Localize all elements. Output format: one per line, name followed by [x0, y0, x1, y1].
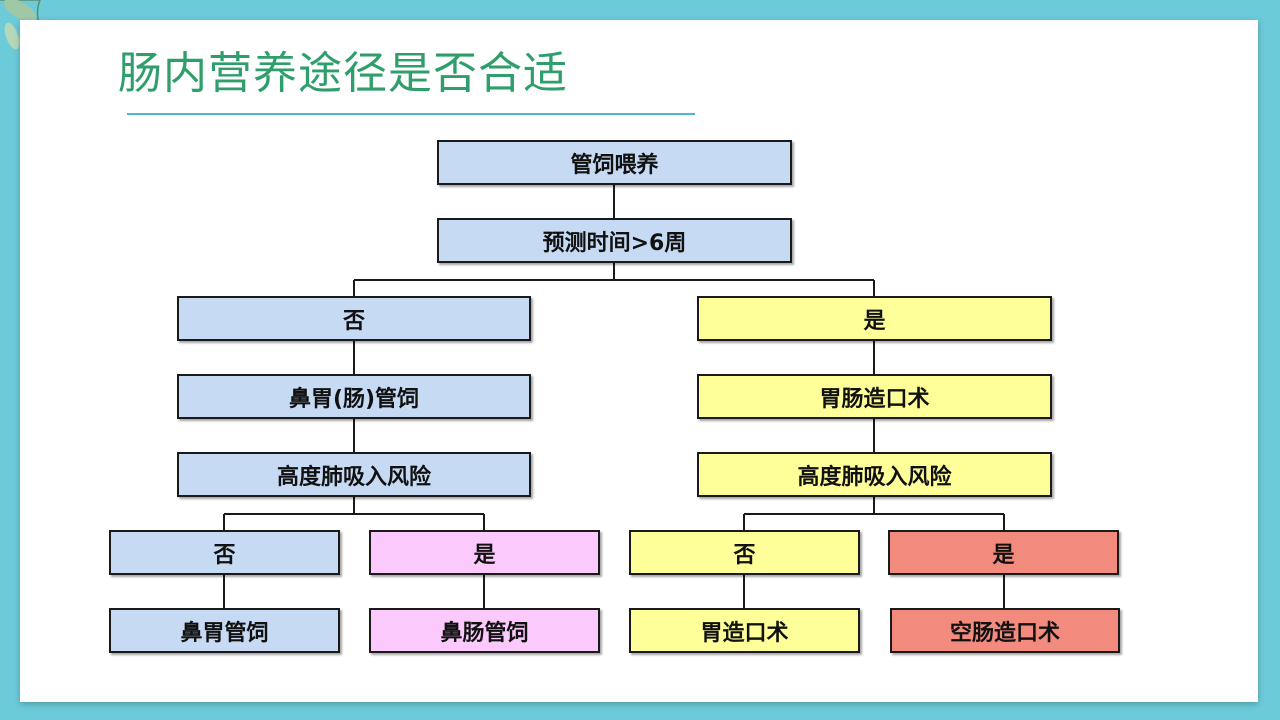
node-right-risk-no: 否 [629, 530, 860, 575]
title-underline [127, 113, 695, 115]
node-duration-question: 预测时间>6周 [437, 218, 792, 263]
node-right-yes: 是 [697, 296, 1052, 341]
node-left-risk-no: 否 [109, 530, 340, 575]
node-jejunostomy: 空肠造口术 [890, 608, 1120, 653]
page-title: 肠内营养途径是否合适 [118, 48, 568, 99]
node-nasogastric-feeding: 鼻胃(肠)管饲 [177, 374, 531, 419]
node-nasogastric-tube: 鼻胃管饲 [109, 608, 340, 653]
node-gastroenterostomy: 胃肠造口术 [697, 374, 1052, 419]
node-left-risk-yes: 是 [369, 530, 600, 575]
node-right-aspiration-risk: 高度肺吸入风险 [697, 452, 1052, 497]
node-tube-feeding: 管饲喂养 [437, 140, 792, 185]
node-nasojejunal-tube: 鼻肠管饲 [369, 608, 600, 653]
node-right-risk-yes: 是 [888, 530, 1119, 575]
node-gastrostomy: 胃造口术 [629, 608, 860, 653]
node-left-aspiration-risk: 高度肺吸入风险 [177, 452, 531, 497]
slide [20, 20, 1258, 702]
node-left-no: 否 [177, 296, 531, 341]
